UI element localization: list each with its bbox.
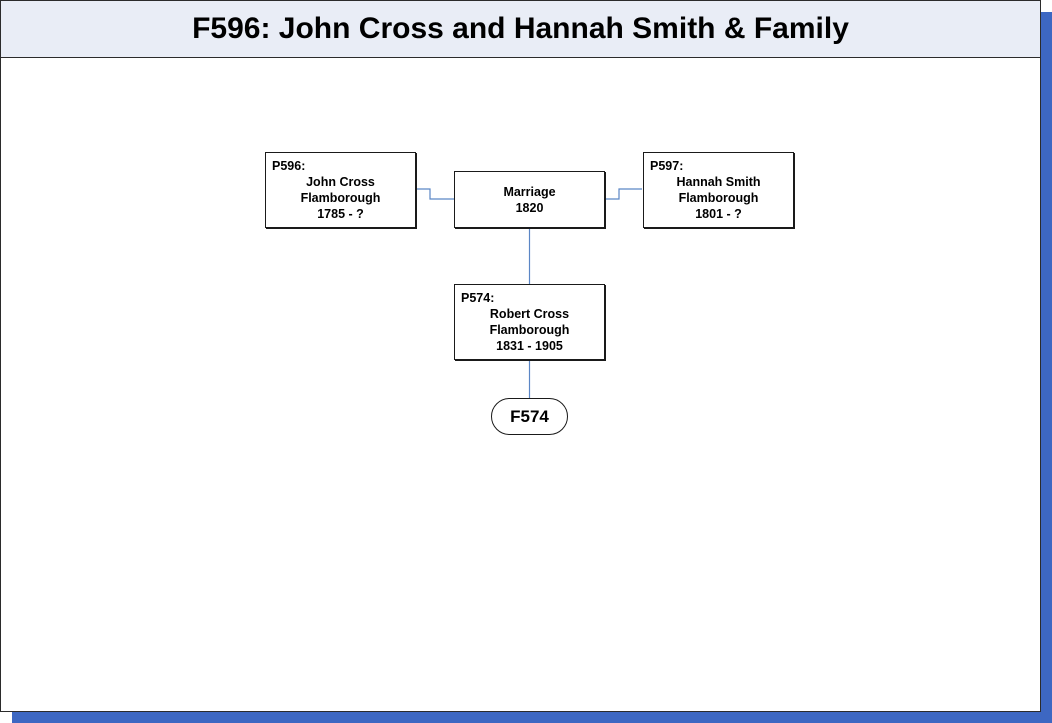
person-box-father[interactable]: P596: John Cross Flamborough 1785 - ?: [265, 152, 416, 228]
marriage-label: Marriage: [503, 184, 556, 199]
father-marriage-connector: [417, 188, 454, 200]
marriage-box[interactable]: Marriage 1820: [454, 171, 605, 228]
person-place: Flamborough: [489, 323, 570, 337]
person-name: John Cross: [306, 175, 375, 189]
person-name: Robert Cross: [489, 307, 570, 321]
person-box-mother[interactable]: P597: Hannah Smith Flamborough 1801 - ?: [643, 152, 794, 228]
marriage-year: 1820: [515, 200, 544, 215]
title-bar: F596: John Cross and Hannah Smith & Fami…: [1, 1, 1040, 58]
person-dates: 1801 - ?: [695, 207, 742, 221]
person-dates: 1831 - 1905: [496, 339, 563, 353]
page-title: F596: John Cross and Hannah Smith & Fami…: [192, 12, 849, 45]
person-box-child[interactable]: P574: Robert Cross Flamborough 1831 - 19…: [454, 284, 605, 360]
person-id: P596:: [272, 159, 306, 173]
family-link-button[interactable]: F574: [491, 398, 568, 435]
mother-marriage-connector: [605, 188, 642, 200]
person-place: Flamborough: [300, 191, 381, 205]
person-id: P597:: [650, 159, 684, 173]
person-place: Flamborough: [678, 191, 759, 205]
person-name: Hannah Smith: [676, 175, 761, 189]
person-dates: 1785 - ?: [317, 207, 364, 221]
person-id: P574:: [461, 291, 495, 305]
